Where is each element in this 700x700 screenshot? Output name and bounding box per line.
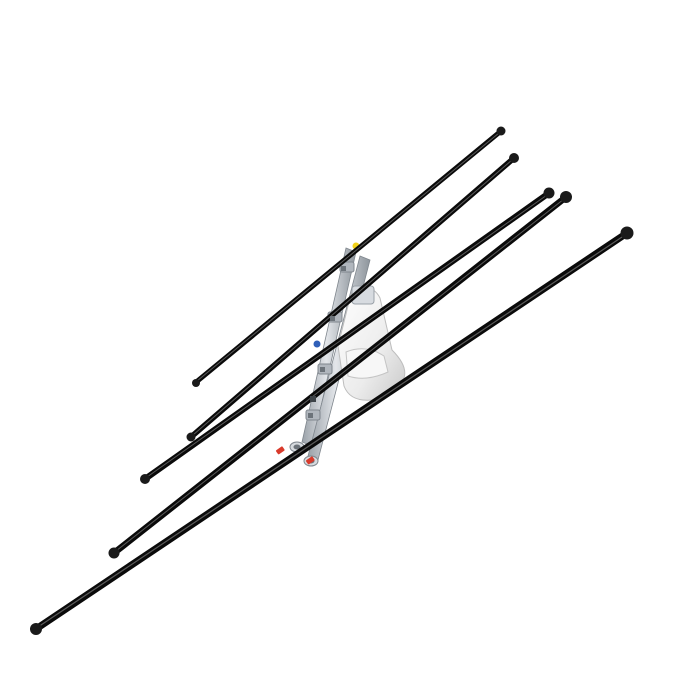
end-cap <box>186 432 196 442</box>
end-cap <box>620 226 634 240</box>
end-cap <box>509 153 519 163</box>
bolt <box>341 266 346 271</box>
element-rod-3 <box>140 187 555 484</box>
marker-red-2 <box>305 456 315 465</box>
end-cap <box>140 474 150 484</box>
bolt <box>330 316 335 321</box>
antenna-elements <box>30 126 634 635</box>
element-rod-4 <box>108 191 572 559</box>
bolt <box>320 367 325 372</box>
element-rod-2 <box>186 153 519 442</box>
end-cap <box>543 187 555 199</box>
element-rod-5 <box>30 226 634 635</box>
element-rod-1 <box>192 126 506 387</box>
end-cap <box>108 547 120 559</box>
bracket-clamp <box>345 348 389 379</box>
boom-hardware <box>308 266 346 418</box>
end-cap <box>192 379 200 387</box>
end-cap <box>560 191 572 203</box>
end-cap <box>496 126 506 136</box>
end-cap <box>30 623 42 635</box>
marker-red-1 <box>275 446 285 455</box>
bolt <box>308 413 313 418</box>
bolt <box>310 396 316 402</box>
boom-end-back-hole <box>293 444 301 450</box>
mast-bracket <box>337 285 406 401</box>
marker-blue <box>313 340 321 348</box>
